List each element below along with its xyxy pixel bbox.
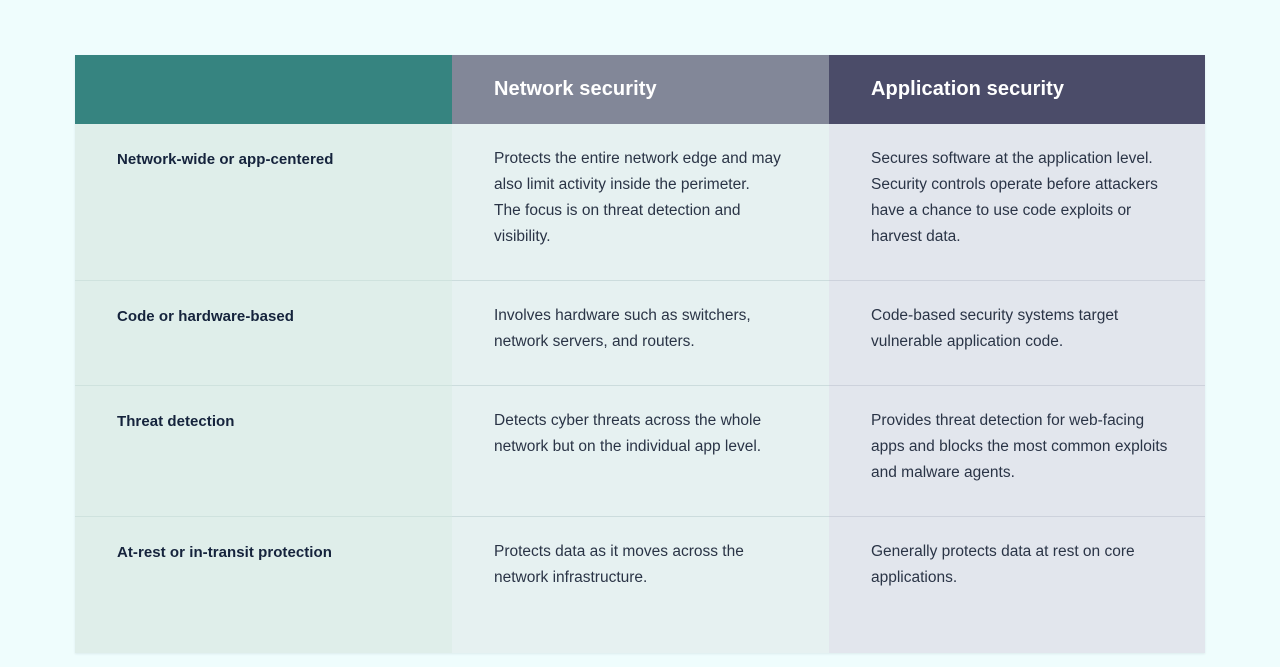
cell-line: Security controls operate before attacke… xyxy=(871,176,1158,245)
row-network-cell: Protects the entire network edge and may… xyxy=(452,124,829,281)
table-row: Code or hardware-based Involves hardware… xyxy=(75,280,1205,386)
header-cell-blank xyxy=(75,55,452,124)
header-cell-network-security: Network security xyxy=(452,55,829,124)
header-cell-application-security: Application security xyxy=(829,55,1205,124)
table-row: Threat detection Detects cyber threats a… xyxy=(75,385,1205,517)
security-comparison-table: Network security Application security Ne… xyxy=(75,55,1205,653)
row-application-cell: Provides threat detection for web-facing… xyxy=(829,385,1205,517)
row-network-cell: Protects data as it moves across the net… xyxy=(452,516,829,653)
row-label-cell: Network-wide or app-centered xyxy=(75,124,452,281)
cell-line: Provides threat detection for web-facing… xyxy=(871,412,1168,481)
cell-line: Secures software at the application leve… xyxy=(871,150,1153,167)
cell-line: Protects data as it moves across the net… xyxy=(494,543,744,586)
table-header: Network security Application security xyxy=(75,55,1205,124)
cell-line: Protects the entire network edge and may… xyxy=(494,150,781,193)
table-row: At-rest or in-transit protection Protect… xyxy=(75,516,1205,653)
cell-line: Generally protects data at rest on core … xyxy=(871,543,1135,586)
row-label-cell: At-rest or in-transit protection xyxy=(75,516,452,653)
cell-line: Detects cyber threats across the whole n… xyxy=(494,412,762,455)
row-application-cell: Code-based security systems target vulne… xyxy=(829,280,1205,386)
row-network-cell: Involves hardware such as switchers, net… xyxy=(452,280,829,386)
table-row: Network-wide or app-centered Protects th… xyxy=(75,124,1205,281)
cell-line: The focus is on threat detection and vis… xyxy=(494,202,741,245)
table-header-row: Network security Application security xyxy=(75,55,1205,124)
table-body: Network-wide or app-centered Protects th… xyxy=(75,124,1205,653)
row-label-cell: Threat detection xyxy=(75,385,452,517)
cell-line: Code-based security systems target vulne… xyxy=(871,307,1119,350)
row-application-cell: Secures software at the application leve… xyxy=(829,124,1205,281)
cell-line: Involves hardware such as switchers, net… xyxy=(494,307,751,350)
row-network-cell: Detects cyber threats across the whole n… xyxy=(452,385,829,517)
row-label-cell: Code or hardware-based xyxy=(75,280,452,386)
row-application-cell: Generally protects data at rest on core … xyxy=(829,516,1205,653)
